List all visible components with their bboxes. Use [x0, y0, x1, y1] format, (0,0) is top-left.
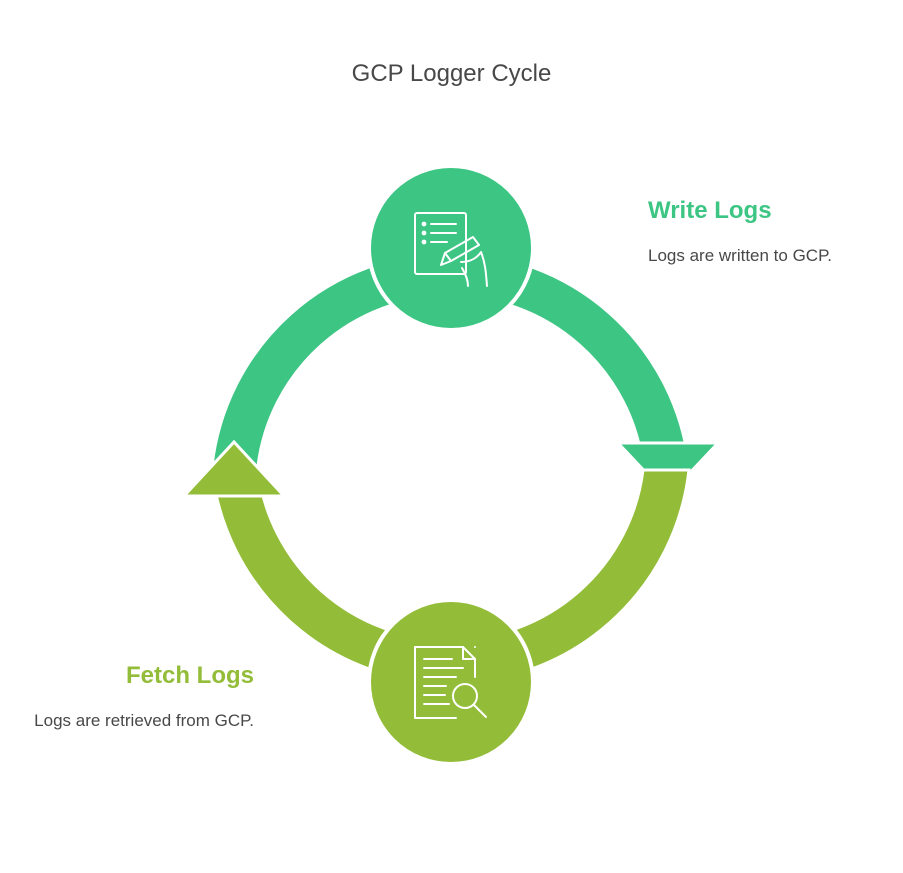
write-logs-description: Logs are written to GCP. — [648, 246, 832, 265]
write-logs-label-block: Write Logs Logs are written to GCP. — [648, 197, 888, 267]
fetch-logs-description: Logs are retrieved from GCP. — [34, 711, 254, 730]
fetch-logs-label-block: Fetch Logs Logs are retrieved from GCP. — [20, 662, 254, 732]
document-pen-icon — [414, 212, 488, 287]
write-logs-node — [367, 164, 535, 332]
document-search-icon — [414, 646, 487, 719]
fetch-arrowhead — [180, 439, 288, 498]
diagram-title: GCP Logger Cycle — [351, 60, 552, 87]
fetch-logs-node — [367, 598, 535, 766]
write-logs-title: Write Logs — [648, 197, 772, 224]
fetch-logs-title: Fetch Logs — [125, 662, 254, 689]
